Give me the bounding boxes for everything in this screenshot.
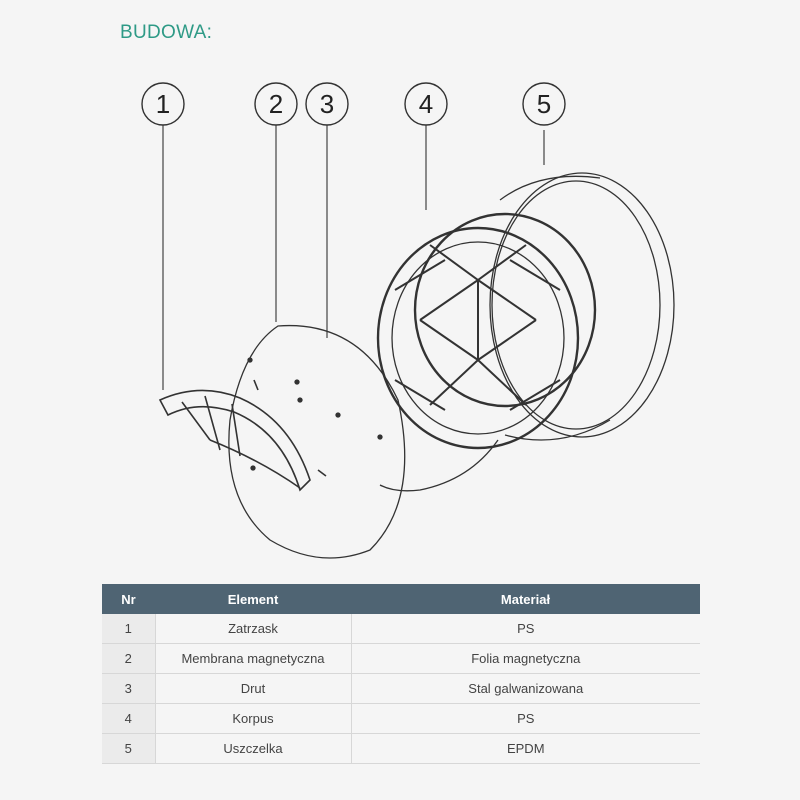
cell-material: Stal galwanizowana [350,673,700,704]
membrane-part [228,324,406,559]
latch-part [158,379,327,492]
table-row: 4 Korpus PS [102,703,700,734]
parts-table: Nr Element Materiał 1 Zatrzask PS 2 Memb… [102,584,700,764]
cell-nr: 2 [102,643,155,674]
callout-circles [141,82,566,126]
callout-2-circle [254,82,298,126]
cell-element: Membrana magnetyczna [154,643,351,674]
cell-element: Korpus [154,703,351,734]
callout-5: 5 [537,89,551,119]
callout-1-circle [141,82,185,126]
callout-3: 3 [320,89,334,119]
header-element: Element [155,584,351,614]
page-heading: BUDOWA: [120,22,213,43]
cell-nr: 1 [102,614,155,644]
cell-material: EPDM [350,733,700,764]
cell-material: PS [350,703,700,734]
callout-1: 1 [156,89,170,119]
callout-4-circle [404,82,448,126]
callout-4: 4 [419,89,433,119]
cell-element: Zatrzask [154,614,351,644]
body-part [376,212,597,492]
cell-nr: 4 [102,703,155,734]
table-row: 1 Zatrzask PS [102,614,700,644]
cell-element: Uszczelka [154,733,351,764]
callout-2: 2 [269,89,283,119]
callout-5-circle [522,82,566,126]
header-material: Materiał [351,584,700,614]
leader-lines [162,125,545,390]
cell-nr: 5 [102,733,155,764]
exploded-diagram: 1 2 3 4 5 [141,82,675,559]
table-row: 3 Drut Stal galwanizowana [102,673,700,704]
gasket-part [489,172,675,441]
cell-material: PS [350,614,700,644]
table-row: 2 Membrana magnetyczna Folia magnetyczna [102,643,700,674]
cell-nr: 3 [102,673,155,704]
cell-material: Folia magnetyczna [350,643,700,674]
cell-element: Drut [154,673,351,704]
table-header-row: Nr Element Materiał [102,584,700,614]
header-nr: Nr [102,584,155,614]
callout-3-circle [305,82,349,126]
table-row: 5 Uszczelka EPDM [102,733,700,764]
